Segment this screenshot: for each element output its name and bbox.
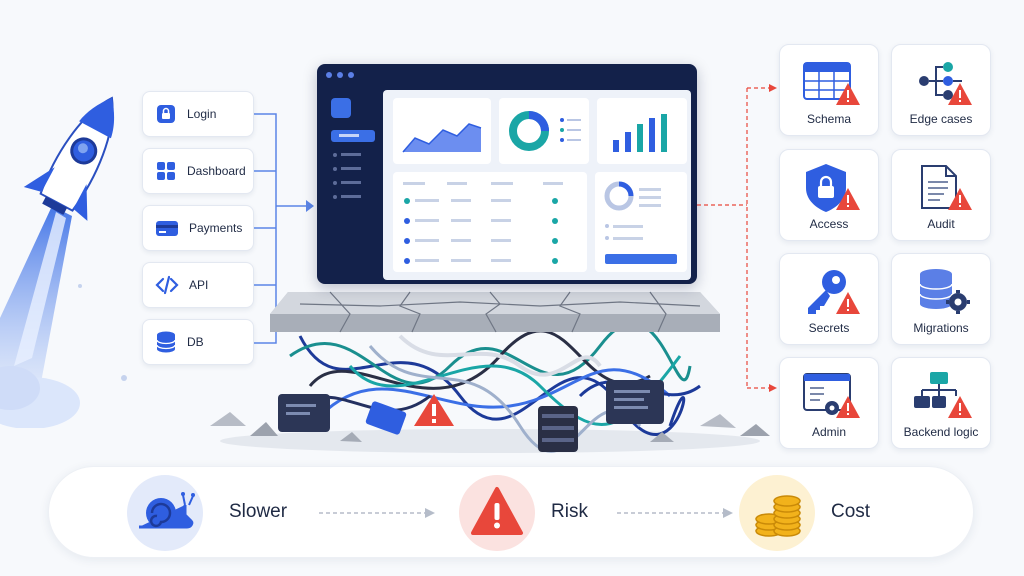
feature-label: Payments [189, 221, 243, 235]
admin-window-icon [803, 373, 860, 418]
app-monitor [317, 64, 697, 284]
snail-icon [139, 492, 195, 529]
dashed-arrow-icon [319, 508, 435, 518]
consequence-label-slower: Slower [229, 501, 288, 522]
concern-card-access: Access [779, 149, 879, 241]
feature-card-dashboard: Dashboard [142, 148, 254, 194]
flowchart-icon [914, 372, 972, 418]
feature-card-db: DB [142, 319, 254, 365]
feature-label: API [189, 278, 209, 292]
concern-card-secrets: Secrets [779, 253, 879, 345]
cost-circle [739, 475, 815, 551]
feature-connector [254, 113, 314, 344]
concern-label: Access [809, 217, 849, 231]
concern-card-edge-cases: Edge cases [891, 44, 991, 136]
database-icon [156, 331, 176, 353]
dashed-arrow-icon [617, 508, 733, 518]
concern-label: Admin [811, 425, 846, 439]
concern-label: Migrations [913, 321, 969, 335]
consequence-label-cost: Cost [831, 501, 871, 522]
concern-card-migrations: Migrations [891, 253, 991, 345]
concern-card-audit: Audit [891, 149, 991, 241]
coins-icon [755, 495, 801, 537]
concern-label: Schema [806, 112, 852, 126]
credit-card-icon [156, 221, 178, 236]
risk-circle [459, 475, 535, 551]
concern-card-backend-logic: Backend logic [891, 357, 991, 449]
warning-icon [471, 487, 523, 535]
branch-icon [919, 62, 972, 105]
feature-card-payments: Payments [142, 205, 254, 251]
lock-icon [157, 105, 175, 123]
key-icon [808, 270, 860, 314]
feature-label: DB [187, 335, 204, 349]
grid-icon [157, 162, 175, 180]
database-gear-icon [919, 269, 970, 314]
concern-label: Audit [927, 217, 955, 231]
shield-lock-icon [806, 164, 860, 212]
feature-card-api: API [142, 262, 254, 308]
rocket-illustration [0, 96, 127, 428]
concern-label: Secrets [808, 321, 850, 335]
tangled-foundation [210, 291, 770, 453]
slower-circle [127, 475, 203, 551]
concern-card-admin: Admin [779, 357, 879, 449]
feature-label: Login [187, 107, 217, 121]
consequence-label-risk: Risk [551, 501, 588, 522]
consequences-bar: Slower Risk [48, 466, 974, 558]
code-icon [155, 275, 179, 295]
feature-label: Dashboard [187, 164, 246, 178]
concern-label: Backend logic [903, 425, 979, 439]
feature-card-login: Login [142, 91, 254, 137]
document-icon [921, 165, 972, 210]
monitor-ui [326, 72, 691, 280]
concern-card-schema: Schema [779, 44, 879, 136]
table-icon [803, 62, 860, 105]
concern-connector [697, 84, 777, 392]
concern-label: Edge cases [909, 112, 973, 126]
